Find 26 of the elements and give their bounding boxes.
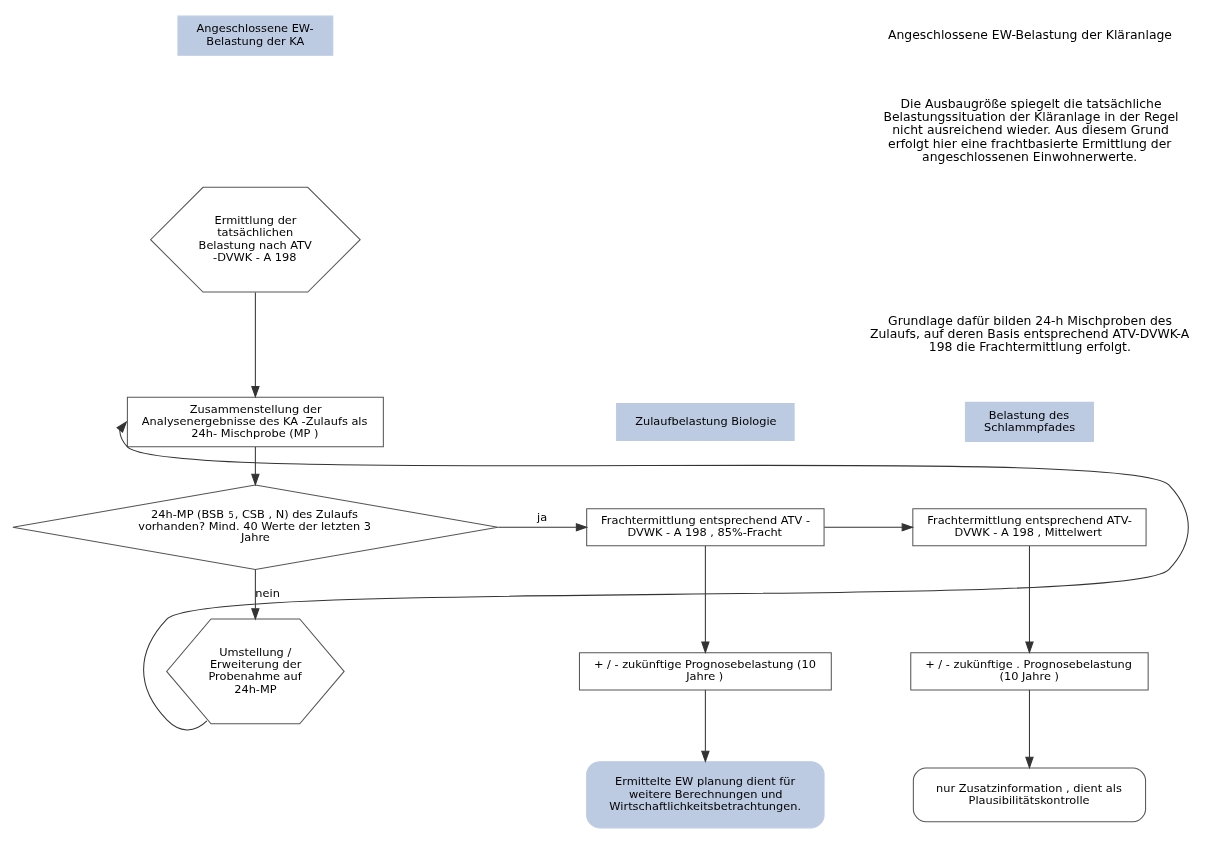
node-box: nur Zusatzinformation , dient als Plausibilitätskontrolle bbox=[912, 767, 1147, 822]
edge-label: nein bbox=[255, 585, 280, 600]
arrow bbox=[116, 420, 1189, 730]
node-box: Zulaufbelastung Biologie bbox=[616, 402, 795, 441]
arrow bbox=[251, 445, 260, 486]
node-box: Angeschlossene EW- Belastung der KA bbox=[177, 15, 334, 56]
node-box: Zusammenstellung der Analysenergebnisse des KA -Zulaufs als 24h- Mischprobe (MP ) bbox=[126, 396, 384, 447]
arrow bbox=[701, 545, 710, 654]
arrow bbox=[823, 522, 915, 532]
node-box: Frachtermittlung entsprechend ATV- DVWK - A 198 , Mittelwert bbox=[912, 507, 1147, 546]
node-box: Ermittelte EW planung dient für weitere Berechnungen und Wirtschaftlichkeitsbetrachtungen. bbox=[586, 760, 825, 828]
node-diamond: 24h-MP (BSB 5, CSB , N) des Zulaufs vorhanden? Mind. 40 Werte der letzten 3 Jahre bbox=[12, 483, 499, 570]
node-box: Frachtermittlung entsprechend ATV - DVWK - A 198 , 85%-Fracht bbox=[586, 507, 825, 546]
arrow bbox=[1025, 689, 1034, 769]
arrow bbox=[251, 568, 260, 621]
node-box: Belastung des Schlammpfades bbox=[964, 401, 1094, 442]
arrow bbox=[251, 291, 260, 398]
arrow bbox=[1025, 545, 1034, 654]
arrow bbox=[701, 689, 710, 763]
node-box: + / - zukünftige . Prognosebelastung (10 Jahre ) bbox=[910, 651, 1149, 690]
node-box: + / - zukünftige Prognosebelastung (10 Jahre ) bbox=[578, 651, 832, 690]
label: Die Ausbaugröße spiegelt die tatsächliche Belastungssituation der Kläranlage in der Regel nicht ausreichend wieder. Aus diesem Grund erfolgt hier eine frachtbasierte Ermittlung der angeschlossenen Einwohnerwerte. bbox=[883, 96, 1179, 164]
label: Grundlage dafür bilden 24-h Mischproben des Zulaufs, auf deren Basis entsprechend ATV-DVWK-A 198 die Frachtermittlung erfolgt. bbox=[869, 313, 1190, 354]
label: Angeschlossene EW-Belastung der Kläranlage bbox=[888, 27, 1172, 42]
edge-label: ja bbox=[537, 509, 548, 524]
arrow bbox=[497, 522, 589, 532]
